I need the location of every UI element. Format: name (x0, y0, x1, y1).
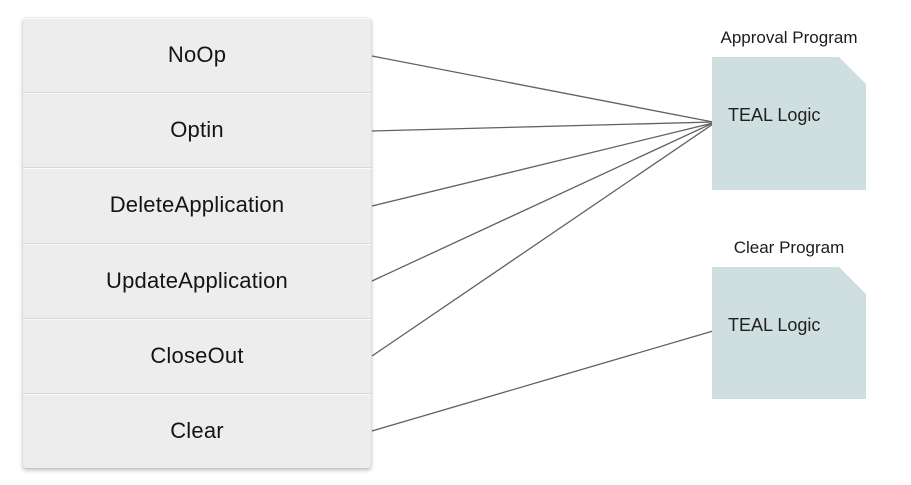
clear-program-title: Clear Program (733, 238, 845, 257)
approval-program-document: TEAL Logic (712, 57, 866, 190)
connector-clear-clearprogram (371, 330, 714, 432)
op-row-deleteapplication: DeleteApplication (23, 168, 371, 244)
op-label-updateapplication: UpdateApplication (106, 267, 288, 293)
op-row-clear: Clear (23, 394, 371, 468)
op-row-updateapplication: UpdateApplication (23, 244, 371, 319)
op-row-optin: Optin (23, 93, 371, 169)
clear-program-group: Clear Program TEAL Logic (712, 238, 866, 399)
op-row-noop: NoOp (23, 18, 371, 94)
op-label-closeout: CloseOut (150, 342, 244, 368)
approval-program-content: TEAL Logic (728, 105, 821, 125)
connector-updateapplication-approval (371, 122, 714, 282)
op-label-optin: Optin (170, 117, 224, 143)
op-label-noop: NoOp (167, 42, 227, 68)
op-row-closeout: CloseOut (23, 319, 371, 394)
connector-optin-approval (371, 121, 714, 132)
op-label-clear: Clear (170, 417, 224, 443)
approval-program-title: Approval Program (720, 28, 858, 47)
clear-program-document: TEAL Logic (712, 267, 866, 399)
operation-list: NoOp Optin DeleteApplication UpdateAppli… (23, 18, 371, 468)
approval-program-group: Approval Program TEAL Logic (712, 28, 866, 190)
op-label-deleteapplication: DeleteApplication (109, 192, 285, 218)
clear-program-content: TEAL Logic (728, 315, 821, 335)
connector-closeout-approval (371, 123, 714, 357)
connector-deleteapplication-approval (371, 122, 714, 207)
connector-noop-approval (371, 55, 714, 123)
